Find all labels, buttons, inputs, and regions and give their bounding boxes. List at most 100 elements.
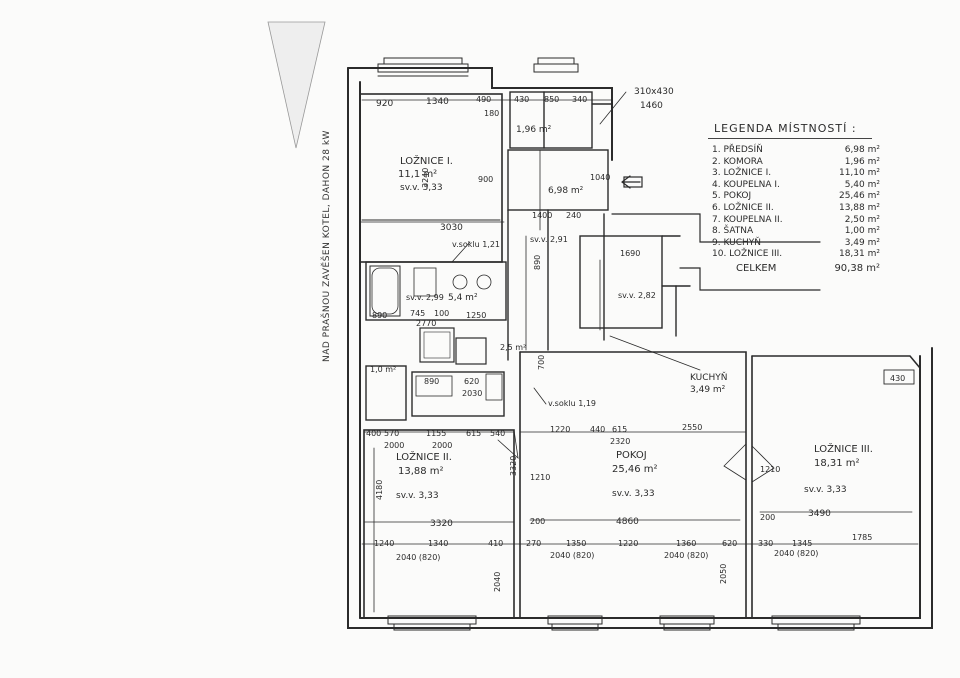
room-area-komora: 1,96 m² [516, 125, 552, 135]
room-area-pokoj: 25,46 m² [612, 464, 658, 475]
room-loznice-2-walls [363, 429, 519, 619]
koupelna-1-height: sv.v. 2,99 [406, 293, 444, 302]
room-area-kuchyn: 3,49 m² [690, 385, 726, 395]
corridor-right [611, 213, 821, 291]
dim-label-vertical: 3240 [421, 168, 430, 188]
room-label-loznice-2: LOŽNICE II. [396, 450, 452, 463]
dim-label-vertical: 2040 [493, 572, 502, 592]
top-window-2 [533, 57, 579, 73]
dim-label: 1400 [532, 211, 552, 220]
dim-label: 1210 [530, 473, 550, 482]
dim-label: 2000 [432, 441, 452, 450]
room-koupelna-2-walls [365, 365, 505, 421]
dim-label: 615 [466, 429, 481, 438]
dim-label: 2040 (820) [550, 551, 594, 560]
dim-label: 410 [488, 539, 503, 548]
legend-row: 7. KOUPELNA II.2,50 m² [712, 214, 880, 225]
leader-lines [451, 91, 701, 405]
dim-label: 920 [376, 99, 393, 109]
room-komora-walls [509, 91, 613, 149]
dimension-lines [359, 99, 919, 613]
dim-label: 2040 (820) [774, 549, 818, 558]
room-label-loznice-3: LOŽNICE III. [814, 442, 873, 455]
room-area-koupelna-1: 5,4 m² [448, 293, 478, 303]
room-pokoj-walls [519, 351, 747, 619]
dim-label: 615 [612, 425, 627, 434]
dim-label: 890 [424, 377, 439, 386]
room-label-pokoj: POKOJ [616, 450, 647, 461]
dim-label: 850 [544, 95, 559, 104]
dim-label: 1250 [466, 311, 486, 320]
dim-label: 620 [464, 377, 479, 386]
room-area-loznice-1: 11,1 m² [398, 169, 437, 180]
sokl-height-2: v.soklu 1,19 [548, 399, 596, 408]
room-area-predsin: 6,98 m² [548, 186, 584, 196]
dim-label: 2040 (820) [664, 551, 708, 560]
dim-label: 490 [476, 95, 491, 104]
dim-label: 3030 [440, 223, 463, 233]
legend-row: 3. LOŽNICE I.11,10 m² [712, 168, 880, 179]
dim-label: 430 [514, 95, 529, 104]
boiler-note: NAD PRAŠNOU ZAVĚŠEN KOTEL, DAHON 28 kW [322, 130, 332, 362]
dim-label: 100 [434, 309, 449, 318]
legend-title: LEGENDA MÍSTNOSTÍ : [714, 122, 857, 135]
dim-label: 3490 [808, 509, 831, 519]
dim-label: 3320 [430, 519, 453, 529]
dim-label: 1220 [618, 539, 638, 548]
dim-label-vertical: 700 [537, 355, 546, 370]
legend-row: 4. KOUPELNA I.5,40 m² [712, 179, 880, 190]
dim-label-vertical: 2050 [719, 564, 728, 584]
dim-label: 745 [410, 309, 425, 318]
dim-label: 2770 [416, 319, 436, 328]
kuchyn-height: sv.v. 2,82 [618, 291, 656, 300]
dim-label: 540 [490, 429, 505, 438]
sokl-height-1: v.soklu 1,21 [452, 240, 500, 249]
dim-label-vertical: 3320 [509, 456, 518, 476]
room-area-loznice-2: 13,88 m² [398, 466, 444, 477]
service-shafts [419, 327, 487, 365]
dim-label: 340 [572, 95, 587, 104]
dim-label: 1345 [792, 539, 812, 548]
dim-label: 1040 [590, 173, 610, 182]
dim-label: 200 [530, 517, 545, 526]
legend-underline [708, 138, 872, 139]
room-height-pokoj: sv.v. 3,33 [612, 489, 655, 499]
dim-label: 1155 [426, 429, 446, 438]
dim-label: 200 [760, 513, 775, 522]
legend-row: 6. LOŽNICE II.13,88 m² [712, 202, 880, 213]
bottom-windows [387, 615, 861, 631]
dim-label: 4860 [616, 517, 639, 527]
dim-label: 2550 [682, 423, 702, 432]
room-label-kuchyn: KUCHYŇ [690, 372, 728, 383]
dim-label: 1240 [374, 539, 394, 548]
room-loznice-3-walls [751, 355, 921, 619]
dim-label: 1785 [852, 533, 872, 542]
dim-label: 270 [526, 539, 541, 548]
dim-label: 1340 [426, 97, 449, 107]
dim-label: 1220 [550, 425, 570, 434]
dim-label-vertical: 890 [533, 255, 542, 270]
folded-corner [267, 21, 326, 149]
dim-label: 1460 [640, 101, 663, 111]
dim-label: 240 [566, 211, 581, 220]
legend-row: 10. LOŽNICE III.18,31 m² [712, 249, 880, 260]
dim-label: 400 [366, 429, 381, 438]
room-koupelna-1-walls [365, 261, 507, 321]
dim-label: 1340 [428, 539, 448, 548]
room-predsin-walls [507, 149, 609, 361]
top-window-1 [377, 57, 469, 77]
entrance-arrow [621, 175, 643, 189]
marker-box [883, 369, 915, 385]
dim-label: 2320 [610, 437, 630, 446]
dim-label: 1350 [566, 539, 586, 548]
room-height-loznice-1: sv.v. 3,33 [400, 183, 443, 193]
dim-label: 900 [478, 175, 493, 184]
dim-label: 1210 [760, 465, 780, 474]
dim-label: 1360 [676, 539, 696, 548]
